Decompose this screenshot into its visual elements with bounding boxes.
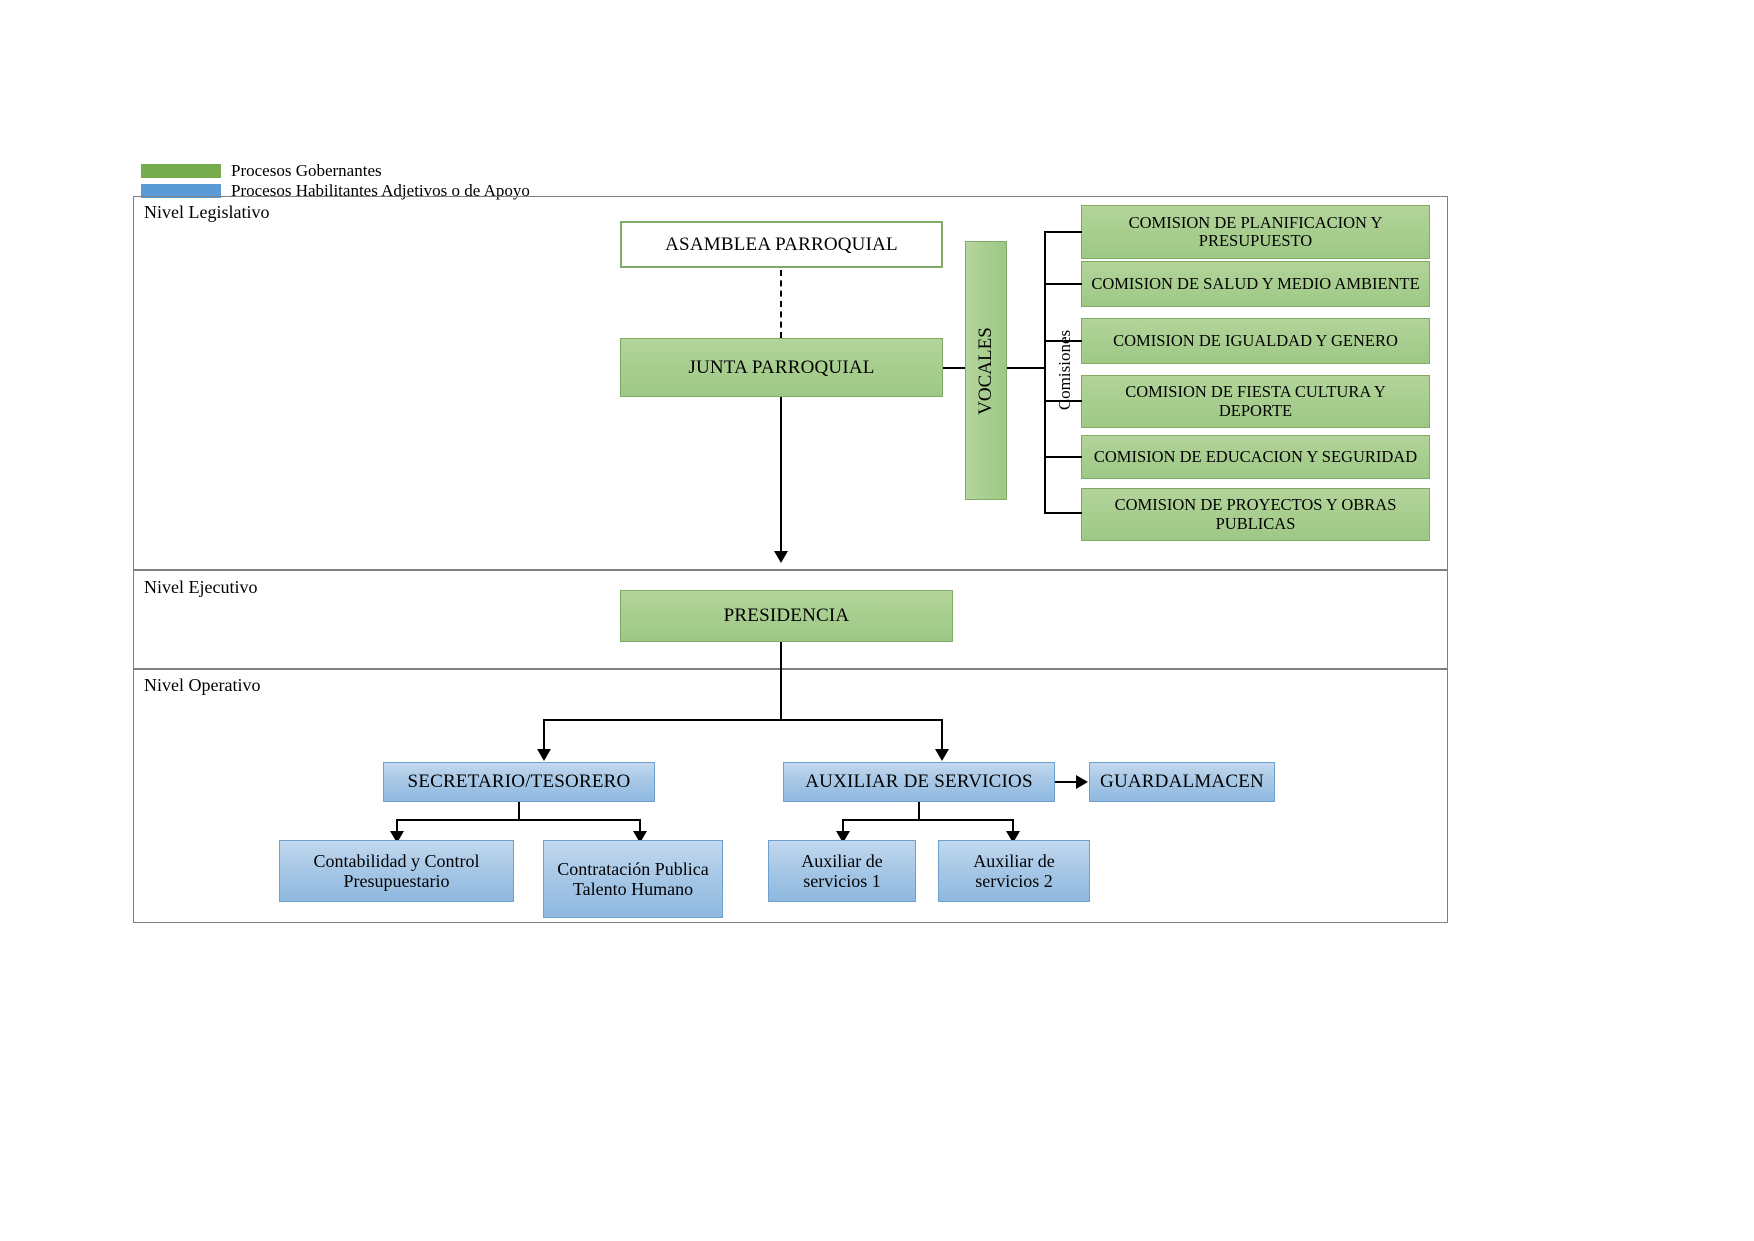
- node-secretario-tesorero[interactable]: SECRETARIO/TESORERO: [383, 762, 655, 802]
- connector-operativo-split-bar: [543, 719, 943, 721]
- band-title-legislativo: Nivel Legislativo: [144, 202, 270, 222]
- legend-label-habilitantes: Procesos Habilitantes Adjetivos o de Apo…: [231, 181, 530, 200]
- connector-asamblea-junta: [780, 270, 782, 338]
- band-nivel-ejecutivo: [133, 570, 1448, 669]
- node-asamblea-parroquial-label: ASAMBLEA PARROQUIAL: [665, 233, 898, 255]
- connector-secretario-split-bar: [396, 819, 641, 821]
- connector-comision-5: [1044, 456, 1082, 458]
- node-comision-planificacion[interactable]: COMISION DE PLANIFICACION Y PRESUPUESTO: [1081, 205, 1430, 259]
- connector-auxiliar-split-bar: [842, 819, 1014, 821]
- node-auxiliar-de-servicios-label: AUXILIAR DE SERVICIOS: [805, 771, 1033, 793]
- connector-comision-2: [1044, 283, 1082, 285]
- node-auxiliar-servicios-1[interactable]: Auxiliar de servicios 1: [768, 840, 916, 902]
- band-title-ejecutivo: Nivel Ejecutivo: [144, 577, 258, 597]
- connector-auxiliar-stem: [918, 802, 920, 820]
- node-guardalmacen-label: GUARDALMACEN: [1100, 771, 1264, 793]
- node-contratacion-label: Contratación Publica Talento Humano: [557, 858, 709, 899]
- node-contabilidad-label: Contabilidad y Control Presupuestario: [313, 850, 480, 891]
- connector-junta-vocales: [943, 367, 965, 369]
- node-comision-salud[interactable]: COMISION DE SALUD Y MEDIO AMBIENTE: [1081, 261, 1430, 307]
- connector-aux2-drop: [1012, 819, 1014, 833]
- node-presidencia[interactable]: PRESIDENCIA: [620, 590, 953, 642]
- connector-comision-1: [1044, 231, 1082, 233]
- legend-item-habilitantes: Procesos Habilitantes Adjetivos o de Apo…: [141, 182, 530, 199]
- node-comision-educacion[interactable]: COMISION DE EDUCACION Y SEGURIDAD: [1081, 435, 1430, 479]
- node-comision-fiesta[interactable]: COMISION DE FIESTA CULTURA Y DEPORTE: [1081, 375, 1430, 428]
- node-asamblea-parroquial[interactable]: ASAMBLEA PARROQUIAL: [620, 221, 943, 268]
- node-comision-proyectos-label: COMISION DE PROYECTOS Y OBRAS PUBLICAS: [1114, 495, 1397, 533]
- node-comision-fiesta-label: COMISION DE FIESTA CULTURA Y DEPORTE: [1125, 382, 1386, 420]
- legend-label-gobernantes: Procesos Gobernantes: [231, 161, 382, 180]
- node-auxiliar-servicios-2-label: Auxiliar de servicios 2: [973, 850, 1055, 891]
- connector-comision-3: [1044, 340, 1082, 342]
- node-junta-parroquial[interactable]: JUNTA PARROQUIAL: [620, 338, 943, 397]
- connector-aux1-drop: [842, 819, 844, 833]
- connector-comision-4: [1044, 400, 1082, 402]
- node-auxiliar-de-servicios[interactable]: AUXILIAR DE SERVICIOS: [783, 762, 1055, 802]
- node-vocales-label: VOCALES: [975, 326, 996, 415]
- connector-junta-presidencia: [780, 397, 782, 553]
- connector-presidencia-stem: [780, 642, 782, 720]
- arrow-to-secretario: [537, 749, 551, 761]
- node-comision-salud-label: COMISION DE SALUD Y MEDIO AMBIENTE: [1091, 273, 1420, 293]
- node-comision-igualdad-label: COMISION DE IGUALDAD Y GENERO: [1113, 330, 1398, 350]
- node-auxiliar-servicios-1-label: Auxiliar de servicios 1: [801, 850, 883, 891]
- band-title-operativo: Nivel Operativo: [144, 675, 261, 695]
- connector-auxiliar-guardalmacen: [1055, 781, 1078, 783]
- node-contabilidad-control-presupuestario[interactable]: Contabilidad y Control Presupuestario: [279, 840, 514, 902]
- node-comision-igualdad[interactable]: COMISION DE IGUALDAD Y GENERO: [1081, 318, 1430, 364]
- node-contratacion-publica-talento-humano[interactable]: Contratación Publica Talento Humano: [543, 840, 723, 918]
- connector-contabilidad-drop: [396, 819, 398, 833]
- node-comision-planificacion-label: COMISION DE PLANIFICACION Y PRESUPUESTO: [1128, 212, 1383, 250]
- node-vocales[interactable]: VOCALES: [965, 241, 1007, 500]
- node-comision-educacion-label: COMISION DE EDUCACION Y SEGURIDAD: [1093, 446, 1418, 466]
- comisiones-label: Comisiones: [1055, 329, 1074, 411]
- connector-vocales-comisiones: [1007, 367, 1045, 369]
- arrow-to-guardalmacen: [1076, 775, 1088, 789]
- band-nivel-operativo: [133, 669, 1448, 923]
- legend-item-gobernantes: Procesos Gobernantes: [141, 162, 382, 179]
- legend-swatch-blue: [141, 183, 221, 198]
- node-junta-parroquial-label: JUNTA PARROQUIAL: [688, 356, 875, 378]
- band-nivel-legislativo: [133, 196, 1448, 570]
- connector-operativo-right-drop: [941, 719, 943, 751]
- connector-secretario-stem: [518, 802, 520, 820]
- connector-comision-6: [1044, 512, 1082, 514]
- arrow-junta-presidencia: [774, 551, 788, 563]
- connector-operativo-left-drop: [543, 719, 545, 751]
- connector-contratacion-drop: [639, 819, 641, 833]
- comisiones-bracket-spine: [1044, 232, 1046, 513]
- node-auxiliar-servicios-2[interactable]: Auxiliar de servicios 2: [938, 840, 1090, 902]
- node-secretario-tesorero-label: SECRETARIO/TESORERO: [407, 771, 631, 793]
- legend-swatch-green: [141, 163, 221, 178]
- node-presidencia-label: PRESIDENCIA: [723, 605, 850, 627]
- arrow-to-auxiliar-servicios: [935, 749, 949, 761]
- node-comision-proyectos[interactable]: COMISION DE PROYECTOS Y OBRAS PUBLICAS: [1081, 488, 1430, 541]
- node-guardalmacen[interactable]: GUARDALMACEN: [1089, 762, 1275, 802]
